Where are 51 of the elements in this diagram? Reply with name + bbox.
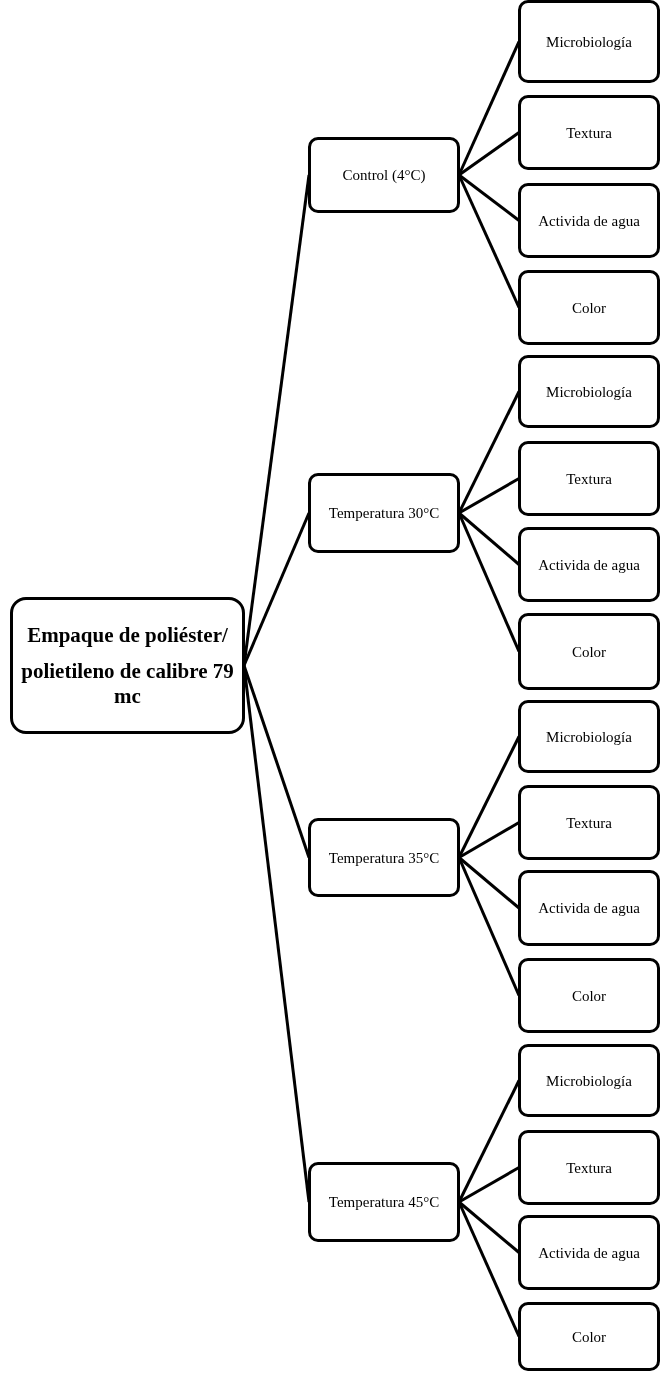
connector-line: [458, 511, 520, 566]
box-label: Color: [571, 986, 607, 1005]
box-label: Temperatura 35°C: [328, 848, 440, 867]
analysis-box: [518, 700, 660, 773]
analysis-box: [518, 355, 660, 428]
box-label: Microbiología: [546, 1071, 632, 1090]
analysis-box: [518, 958, 660, 1033]
box-label: Textura: [566, 469, 612, 488]
connector-line: [458, 173, 520, 222]
connector-line: [458, 856, 520, 910]
condition-box: [308, 818, 460, 897]
analysis-box: [518, 441, 660, 516]
box-label: Microbiología: [546, 382, 632, 401]
analysis-box: [518, 95, 660, 170]
box-label: Microbiología: [546, 727, 632, 746]
box-label: Color: [571, 1327, 607, 1346]
box-label: Activida de agua: [538, 1243, 640, 1262]
box-label: Textura: [566, 1158, 612, 1177]
box-label: Temperatura 45°C: [328, 1193, 440, 1211]
connector-line: [458, 477, 520, 515]
connector-line: [458, 1200, 520, 1254]
condition-box: [308, 137, 460, 213]
connector-line: [458, 1166, 520, 1204]
box-label: Activida de agua: [538, 211, 640, 230]
analysis-box: [518, 613, 660, 690]
analysis-box: [518, 0, 660, 83]
box-label: Empaque de poliéster/: [27, 623, 228, 648]
box-label: Temperatura 30°C: [328, 504, 440, 522]
analysis-box: [518, 785, 660, 860]
box-label: Control (4°C): [342, 166, 426, 184]
box-label: Activida de agua: [538, 555, 640, 574]
box-label: Microbiología: [546, 32, 632, 51]
root-box: [10, 597, 245, 734]
analysis-box: [518, 1302, 660, 1371]
box-label: Activida de agua: [538, 899, 640, 917]
analysis-box: [518, 1130, 660, 1205]
connector-line: [458, 131, 520, 177]
condition-box: [308, 1162, 460, 1242]
box-label: Textura: [566, 813, 612, 832]
analysis-box: [518, 1215, 660, 1290]
condition-box: [308, 473, 460, 553]
connector-line: [458, 821, 520, 859]
analysis-box: [518, 270, 660, 345]
box-label: Color: [571, 642, 607, 661]
box-label: Color: [571, 298, 607, 317]
box-label: Textura: [566, 123, 612, 142]
analysis-box: [518, 1044, 660, 1117]
box-label: polietileno de calibre 79 mc: [20, 659, 235, 708]
analysis-box: [518, 183, 660, 258]
analysis-box: [518, 527, 660, 602]
analysis-box: [518, 870, 660, 946]
